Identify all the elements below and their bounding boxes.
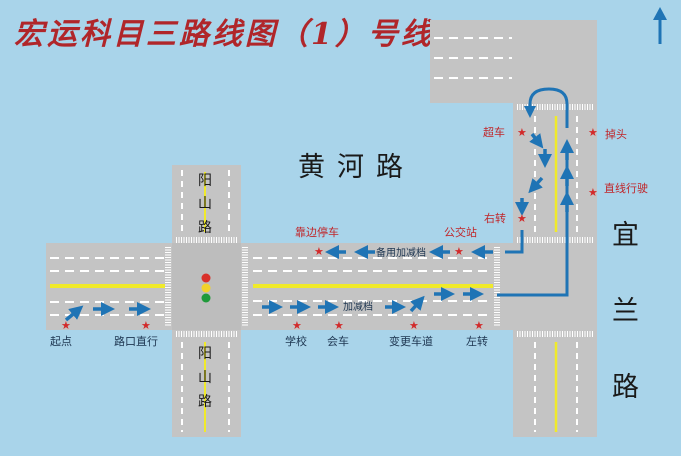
label-bus-stop: 公交站 — [444, 225, 477, 239]
svg-text:★: ★ — [517, 126, 527, 139]
svg-text:★: ★ — [517, 212, 527, 225]
road-name-yangshan-n2: 山 — [198, 196, 212, 212]
top-right-road-block — [430, 20, 597, 103]
svg-text:★: ★ — [292, 319, 302, 332]
label-pull-over: 靠边停车 — [295, 225, 339, 239]
label-accel-decel: 加减档 — [343, 300, 373, 313]
label-school: 学校 — [285, 334, 307, 348]
svg-text:★: ★ — [454, 245, 464, 258]
label-start: 起点 — [50, 335, 72, 348]
label-meeting: 会车 — [327, 334, 349, 348]
label-overtake: 超车 — [483, 125, 505, 139]
label-u-turn: 掉头 — [605, 127, 627, 141]
road-name-yilan-3: 路 — [612, 372, 639, 403]
traffic-light-icon — [201, 273, 211, 303]
svg-text:★: ★ — [141, 319, 151, 332]
svg-text:★: ★ — [588, 126, 598, 139]
route-arrows — [64, 87, 574, 322]
label-straight-at-intersection: 路口直行 — [114, 334, 158, 348]
map-title: 宏运科目三路线图（1）号线 — [14, 17, 435, 52]
label-change-lane: 变更车道 — [389, 334, 433, 348]
star-icons: ★ ★ ★ ★ ★ ★ ★ ★ ★ ★ ★ ★ — [61, 126, 598, 332]
arrow-up-icon — [653, 7, 667, 44]
svg-text:★: ★ — [314, 245, 324, 258]
road-name-yangshan-s3: 路 — [198, 394, 212, 410]
label-left-turn: 左转 — [466, 334, 488, 348]
lane-markings — [50, 37, 594, 432]
road-name-yangshan-s1: 阳 — [198, 346, 212, 362]
label-spare-accel-decel: 备用加减档 — [376, 246, 426, 259]
road-name-yangshan-s2: 山 — [198, 370, 212, 386]
svg-text:★: ★ — [588, 186, 598, 199]
road-name-yangshan-n1: 阳 — [198, 173, 212, 189]
svg-text:★: ★ — [61, 319, 71, 332]
road-name-yilan-2: 兰 — [612, 296, 639, 327]
svg-text:★: ★ — [474, 319, 484, 332]
road-name-yangshan-n3: 路 — [198, 220, 212, 236]
svg-text:★: ★ — [409, 319, 419, 332]
road-name-yilan-1: 宜 — [612, 220, 639, 251]
svg-text:★: ★ — [334, 319, 344, 332]
label-straight-drive: 直线行驶 — [604, 181, 648, 195]
label-right-turn: 右转 — [484, 211, 506, 225]
road-name-huanghe: 黄河路 — [298, 152, 415, 183]
